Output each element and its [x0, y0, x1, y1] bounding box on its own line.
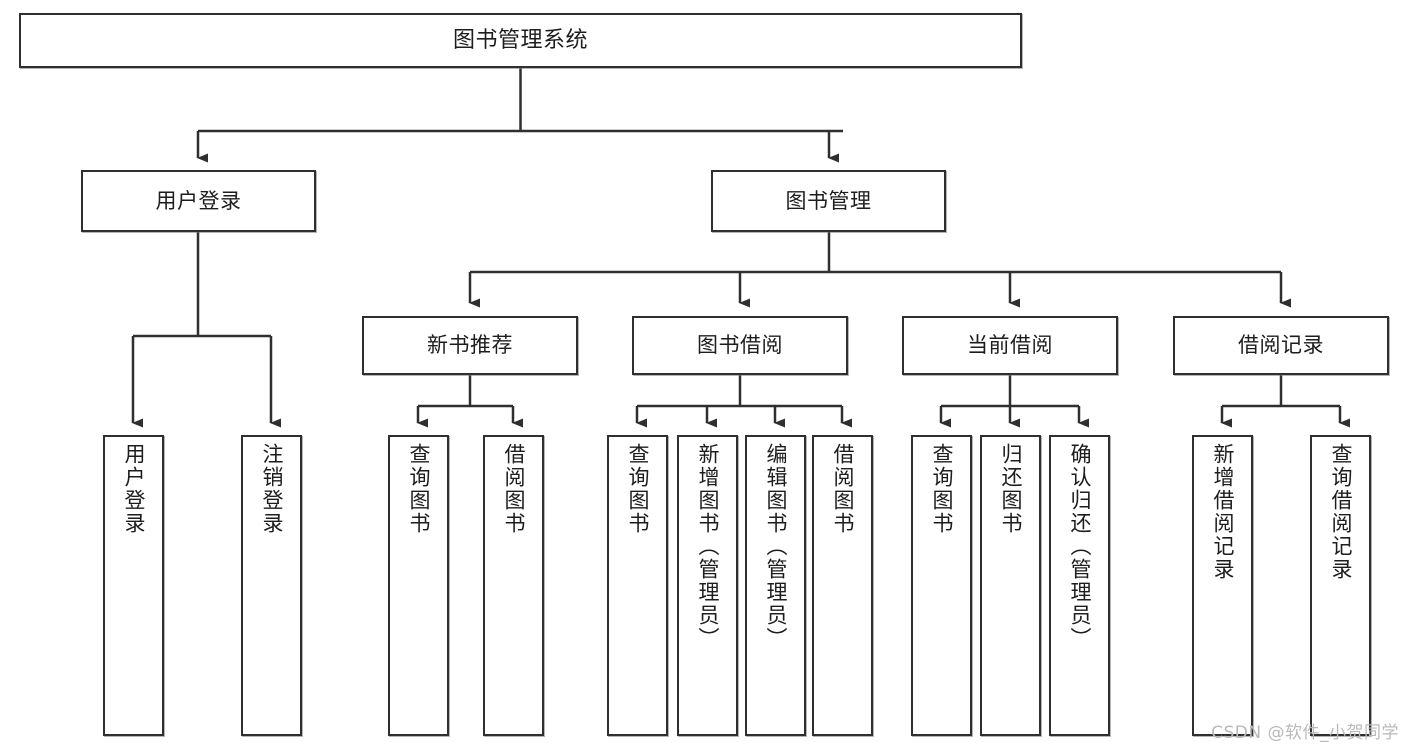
node-label: 借阅图书: [831, 443, 855, 535]
node-label: 查询图书: [407, 443, 431, 535]
node-current-borrow[interactable]: 当前借阅: [902, 316, 1118, 375]
leaf-add-borrow-record[interactable]: 新增借阅记录: [1192, 435, 1253, 736]
leaf-query-book-borrow[interactable]: 查询图书: [607, 435, 668, 736]
node-new-book-recommend[interactable]: 新书推荐: [362, 316, 578, 375]
leaf-borrow-book-newbook[interactable]: 借阅图书: [483, 435, 544, 736]
node-label: 注销登录: [260, 443, 284, 535]
node-label: 查询借阅记录: [1329, 443, 1353, 581]
node-label: 查询图书: [930, 443, 954, 535]
node-label: 借阅图书: [502, 443, 526, 535]
leaf-logout[interactable]: 注销登录: [241, 435, 302, 736]
node-label: 图书管理系统: [452, 27, 588, 53]
leaf-query-borrow-record[interactable]: 查询借阅记录: [1310, 435, 1371, 736]
leaf-edit-book-admin[interactable]: 编辑图书（管理员）: [745, 435, 806, 736]
node-book-management-system[interactable]: 图书管理系统: [19, 13, 1022, 68]
node-label: 图书管理: [785, 188, 872, 213]
node-user-login[interactable]: 用户登录: [81, 170, 316, 232]
node-label: 图书借阅: [697, 333, 783, 358]
leaf-add-book-admin[interactable]: 新增图书（管理员）: [677, 435, 738, 736]
leaf-user-login[interactable]: 用户登录: [103, 435, 164, 736]
leaf-borrow-book[interactable]: 借阅图书: [812, 435, 873, 736]
node-label: 用户登录: [155, 188, 242, 213]
node-borrow-records[interactable]: 借阅记录: [1173, 316, 1389, 375]
leaf-return-book[interactable]: 归还图书: [980, 435, 1041, 736]
node-book-management[interactable]: 图书管理: [711, 170, 946, 232]
node-label: 当前借阅: [967, 333, 1053, 358]
node-label: 查询图书: [626, 443, 650, 535]
node-label: 新书推荐: [427, 333, 513, 358]
node-label: 借阅记录: [1238, 333, 1324, 358]
node-label: 归还图书: [999, 443, 1023, 535]
node-label: 用户登录: [122, 443, 146, 535]
leaf-confirm-return-admin[interactable]: 确认归还（管理员）: [1049, 435, 1110, 736]
leaf-query-book-newbook[interactable]: 查询图书: [388, 435, 449, 736]
node-label: 新增图书（管理员）: [696, 443, 720, 650]
node-label: 新增借阅记录: [1211, 443, 1235, 581]
node-label: 确认归还（管理员）: [1068, 443, 1092, 650]
leaf-query-book-current[interactable]: 查询图书: [911, 435, 972, 736]
node-label: 编辑图书（管理员）: [764, 443, 788, 650]
node-book-borrow[interactable]: 图书借阅: [632, 316, 848, 375]
csdn-watermark: CSDN @软件_小贺同学: [1211, 723, 1399, 743]
